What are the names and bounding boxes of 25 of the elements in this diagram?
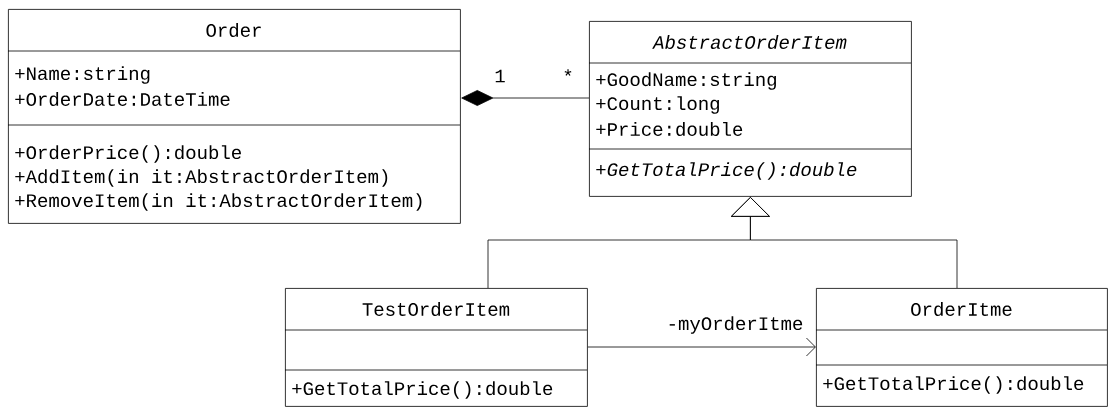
method-text: +OrderPrice():double — [15, 145, 241, 163]
method-text: +GetTotalPrice():double — [596, 162, 857, 180]
multiplicity-label: * — [564, 69, 572, 76]
attribute-text: +Name:string — [15, 66, 150, 84]
method-text: +AddItem(in it:AbstractOrderItem) — [15, 169, 388, 187]
class-box — [7, 9, 461, 224]
arrow — [587, 337, 816, 357]
multiplicity-label: 1 — [495, 69, 505, 83]
edge-label: -myOrderItme — [665, 315, 805, 335]
class-box — [815, 288, 1108, 407]
method-text: +RemoveItem(in it:AbstractOrderItem) — [15, 193, 422, 211]
class-box — [588, 21, 912, 197]
class-name: OrderItme — [911, 302, 1012, 316]
attribute-text: +Price:double — [596, 122, 743, 136]
composition-line — [461, 90, 590, 106]
attribute-text: +Count:long — [596, 96, 719, 114]
attribute-text: +GoodName:string — [596, 72, 776, 90]
method-text: +GetTotalPrice():double — [292, 381, 553, 399]
class-name: AbstractOrderItem — [652, 35, 847, 49]
attribute-text: +OrderDate:DateTime — [15, 92, 230, 106]
method-text: +GetTotalPrice():double — [823, 376, 1084, 394]
class-name: TestOrderItem — [362, 302, 510, 316]
class-box — [284, 288, 588, 407]
generalization-arrow — [730, 196, 958, 289]
class-name: Order — [206, 23, 261, 37]
